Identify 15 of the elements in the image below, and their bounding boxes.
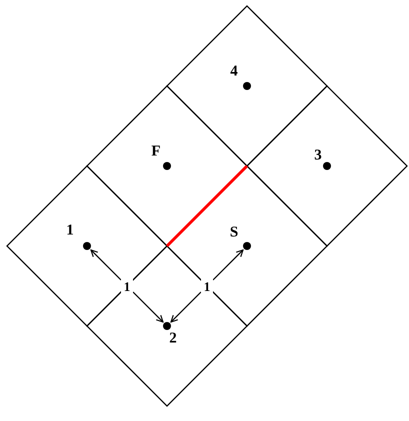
point-label: S — [230, 226, 238, 240]
point-label: 2 — [169, 332, 177, 346]
point-label: 3 — [314, 148, 322, 164]
arrow — [170, 292, 202, 323]
point-label: 1 — [66, 224, 74, 238]
step-count: 1 — [201, 278, 213, 294]
point-label: F — [151, 144, 161, 160]
arrow — [90, 249, 122, 280]
step-count: 1 — [121, 278, 133, 294]
point-label: 4 — [230, 64, 238, 80]
grid-cell — [7, 166, 167, 326]
grid-cell — [247, 86, 407, 246]
arrow — [212, 249, 244, 280]
grid-cell — [87, 246, 247, 406]
arrow — [132, 292, 164, 323]
